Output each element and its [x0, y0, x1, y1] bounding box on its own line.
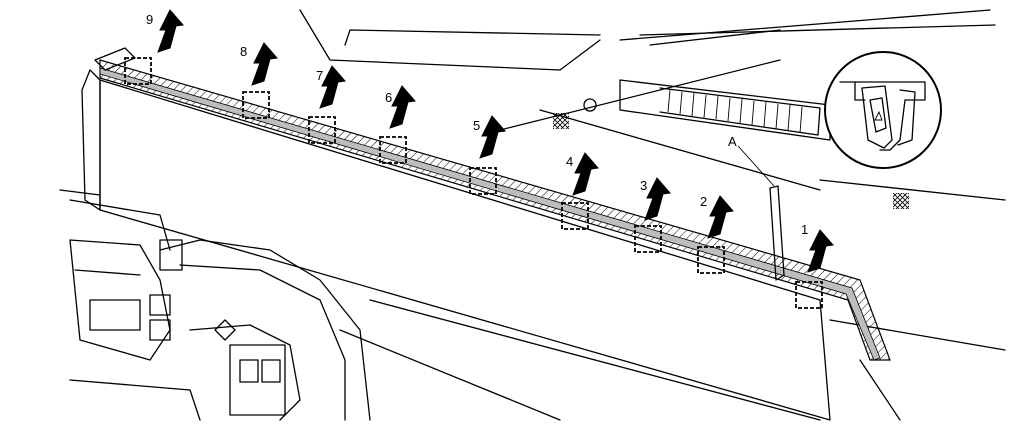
air-vent-grille [619, 79, 831, 141]
clip-box-8 [242, 91, 270, 119]
pry-tool-icon [769, 185, 785, 281]
removal-arrows [157, 9, 834, 273]
callout-5: 5 [473, 118, 480, 133]
callout-8: 8 [240, 44, 247, 59]
callout-labels: 1 2 3 4 5 6 7 8 9 [146, 12, 808, 237]
callout-6: 6 [385, 90, 392, 105]
instrument-console [59, 189, 371, 421]
up-arrow-icon [389, 85, 416, 129]
clip-box-9 [124, 57, 152, 85]
sensor-hole [583, 98, 597, 112]
clip-box-3 [634, 225, 662, 253]
clip-box-4 [561, 202, 589, 230]
up-arrow-icon [644, 177, 671, 221]
up-arrow-icon [807, 229, 834, 273]
callout-3: 3 [640, 178, 647, 193]
clip-box-7 [308, 116, 336, 144]
dashboard-background [299, 9, 1006, 421]
trim-removal-tool: A [728, 134, 785, 281]
up-arrow-icon [157, 9, 184, 53]
up-arrow-icon [572, 152, 599, 196]
up-arrow-icon [707, 195, 734, 239]
clip-box-5 [469, 167, 497, 195]
texture-mark [893, 193, 909, 209]
callout-1: 1 [801, 222, 808, 237]
up-arrow-icon [251, 42, 278, 86]
texture-mark [553, 113, 569, 129]
callout-4: 4 [566, 154, 573, 169]
dash-trim-panel [81, 47, 891, 421]
clip-box-1 [795, 281, 823, 309]
callout-9: 9 [146, 12, 153, 27]
tool-label: A [728, 134, 737, 149]
clip-locations [124, 57, 823, 309]
callout-7: 7 [316, 68, 323, 83]
callout-2: 2 [700, 194, 707, 209]
panel-edge-hatching [99, 59, 891, 361]
clip-box-2 [697, 246, 725, 274]
seal-strip [99, 67, 881, 361]
up-arrow-icon [479, 115, 506, 159]
clip-detail-inset [824, 51, 942, 169]
clip-box-6 [379, 136, 407, 164]
up-arrow-icon [319, 65, 346, 109]
